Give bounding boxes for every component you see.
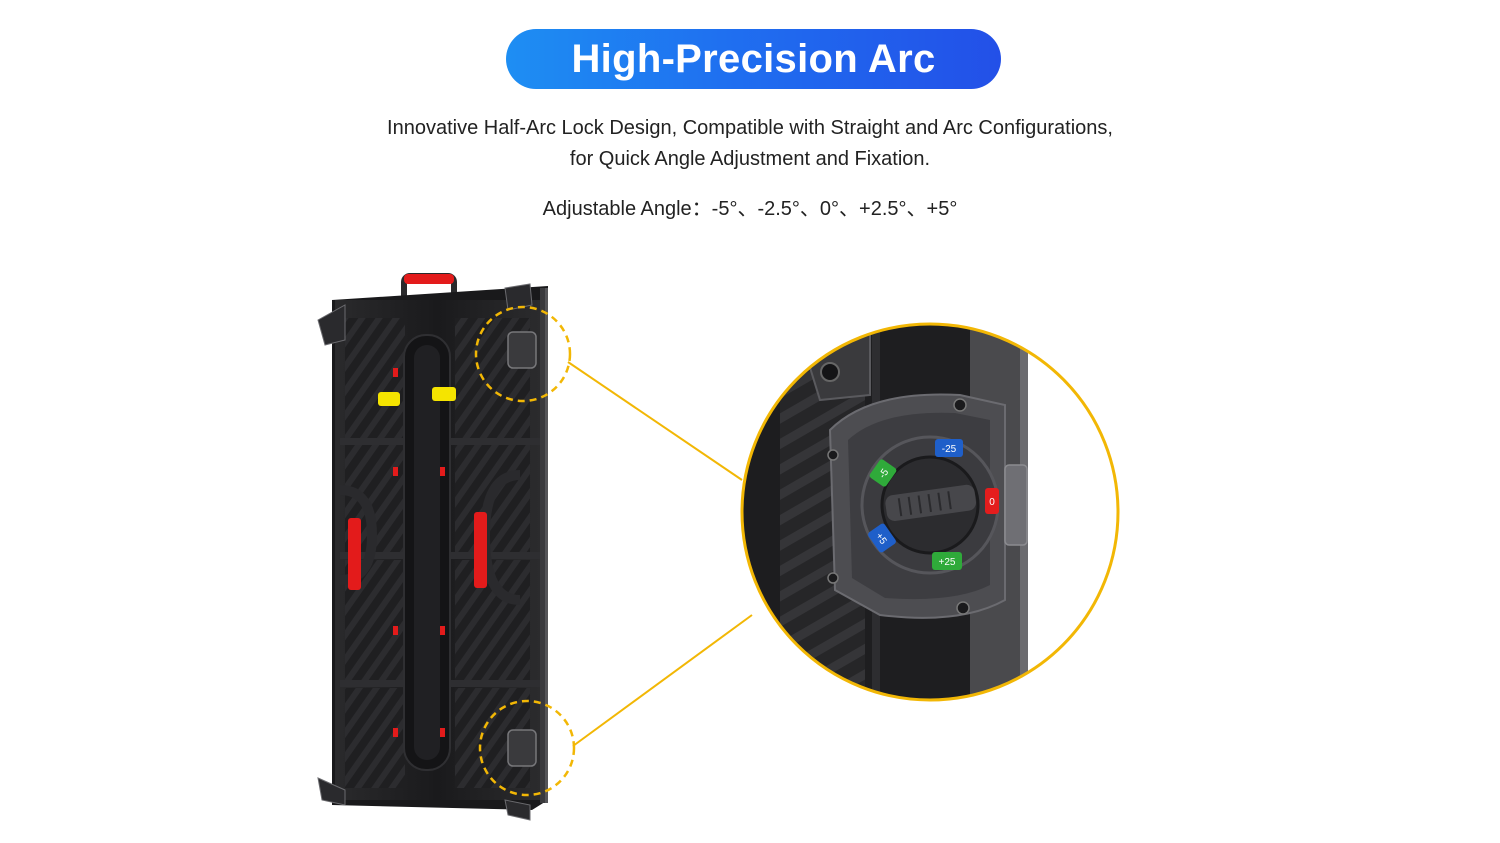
highlight-circle-top (474, 305, 572, 403)
dial-label-plus5: +5 (868, 523, 896, 553)
callout-line-bottom (572, 614, 753, 747)
svg-text:-25: -25 (942, 444, 957, 455)
led-cabinet-panel (317, 273, 548, 821)
svg-text:0: 0 (989, 497, 995, 508)
dial-label-minus25: -25 (935, 439, 963, 457)
top-handle-grip (404, 274, 454, 284)
highlight-circle-bottom (478, 699, 576, 797)
callout-line-top (567, 361, 743, 481)
connector-yellow-left (378, 392, 400, 406)
dial-label-plus25: +25 (932, 552, 962, 570)
description-line-2: for Quick Angle Adjustment and Fixation. (569, 148, 931, 170)
description-line-1: Innovative Half-Arc Lock Design, Compati… (387, 117, 1113, 139)
connector-yellow-right (432, 387, 456, 401)
dial-label-minus5: -5 (869, 459, 897, 487)
side-handle-right (474, 512, 487, 588)
dial-label-zero: 0 (985, 488, 999, 514)
zoom-circle (740, 322, 1120, 702)
description: Innovative Half-Arc Lock Design, Compati… (250, 113, 1250, 175)
adjustable-angle-text: Adjustable Angle：-5°、-2.5°、0°、+2.5°、+5° (542, 198, 958, 220)
page-title: High-Precision Arc (571, 36, 936, 81)
title-banner: High-Precision Arc (506, 29, 1001, 89)
svg-text:+25: +25 (939, 557, 956, 568)
side-handle-left (348, 518, 361, 590)
